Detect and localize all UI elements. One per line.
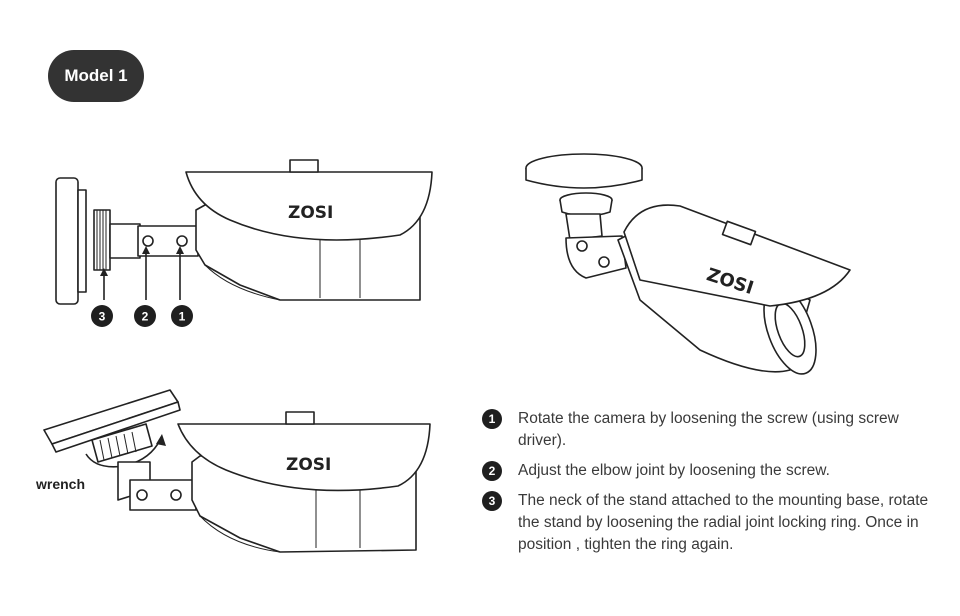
- model-badge-label: Model 1: [64, 66, 128, 85]
- instruction-step-2: 2 Adjust the elbow joint by loosening th…: [482, 460, 932, 482]
- instruction-list: 1 Rotate the camera by loosening the scr…: [482, 408, 932, 564]
- svg-text:3: 3: [99, 310, 106, 324]
- instruction-step-3: 3 The neck of the stand attached to the …: [482, 490, 932, 556]
- step-number-3: 3: [482, 491, 502, 511]
- step-text-1: Rotate the camera by loosening the screw…: [518, 410, 899, 449]
- callout-3: 3: [91, 305, 113, 327]
- zosi-logo-3: ZOSI: [286, 455, 331, 475]
- step-number-2: 2: [482, 461, 502, 481]
- model-badge: Model 1: [48, 50, 144, 102]
- camera-side-view: ZOSI 3 2 1: [55, 159, 433, 327]
- step-text-3: The neck of the stand attached to the mo…: [518, 492, 929, 553]
- wrench-label: wrench: [36, 476, 86, 492]
- callout-2: 2: [134, 305, 156, 327]
- camera-wrench-view: ZOSI: [43, 389, 431, 553]
- instruction-step-1: 1 Rotate the camera by loosening the scr…: [482, 408, 932, 452]
- callout-1: 1: [171, 305, 193, 327]
- step-number-1: 1: [482, 409, 502, 429]
- step-text-2: Adjust the elbow joint by loosening the …: [518, 462, 830, 479]
- zosi-logo-1: ZOSI: [288, 203, 333, 223]
- svg-text:2: 2: [142, 310, 149, 324]
- camera-perspective-view: ZOSI: [525, 153, 851, 375]
- svg-text:1: 1: [179, 310, 186, 324]
